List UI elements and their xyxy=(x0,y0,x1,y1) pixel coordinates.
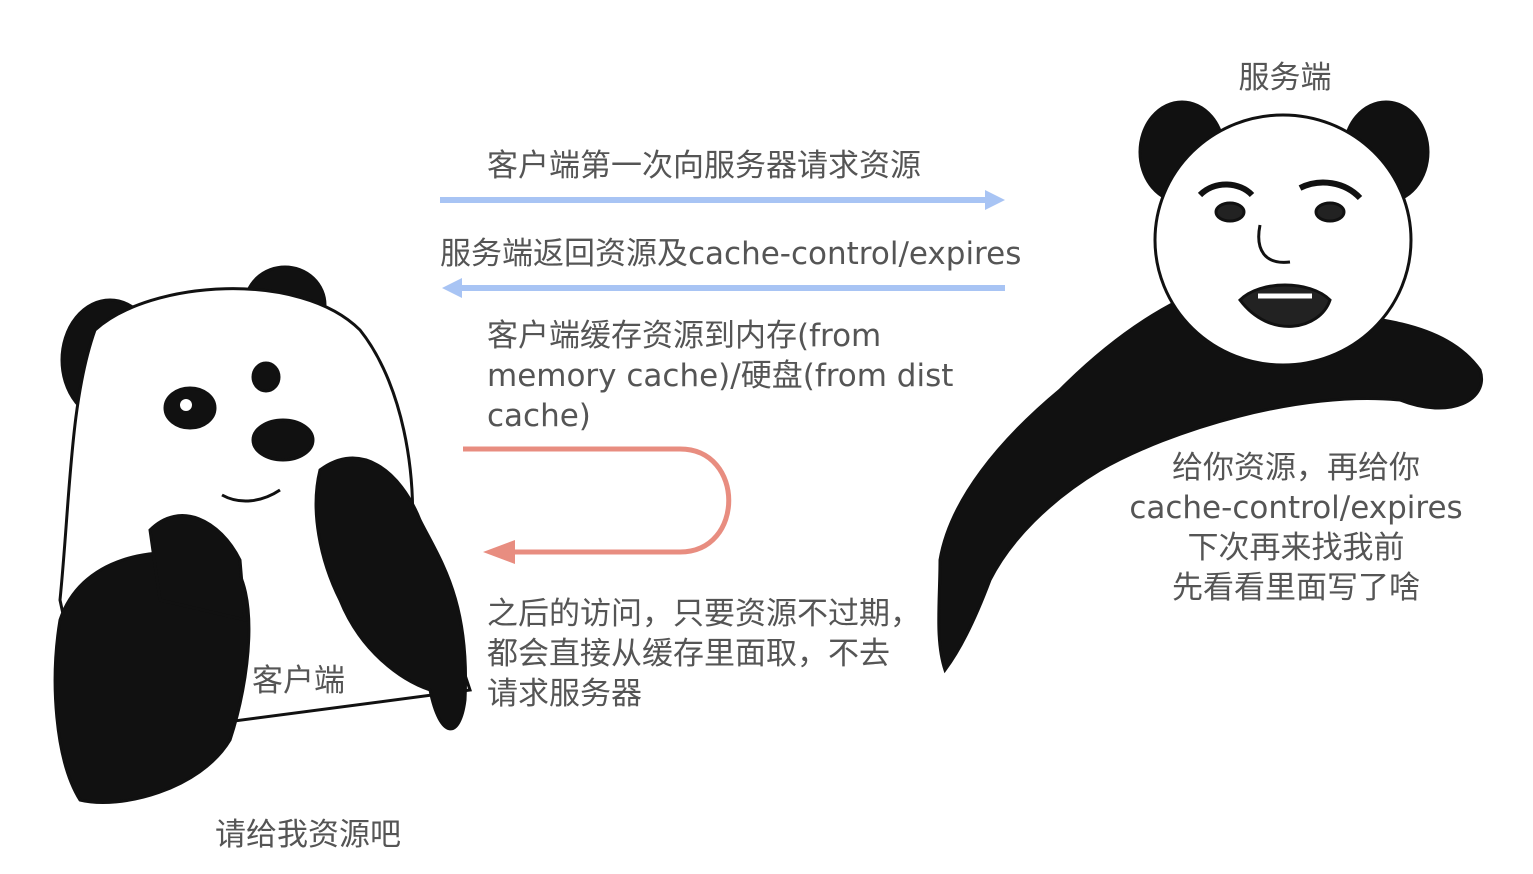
later-access-label: 之后的访问，只要资源不过期， 都会直接从缓存里面取，不去 请求服务器 xyxy=(487,596,921,712)
request-arrow xyxy=(440,190,1005,210)
server-reply-label: 给你资源，再给你 cache-control/expires 下次再来找我前 先… xyxy=(1129,450,1463,606)
cache-loop-arrow xyxy=(463,446,732,564)
response-arrow xyxy=(442,278,1005,298)
client-title: 客户端 xyxy=(252,663,345,699)
server-title: 服务端 xyxy=(1238,60,1332,96)
first-request-label: 客户端第一次向服务器请求资源 xyxy=(487,148,921,184)
server-response-label: 服务端返回资源及cache-control/expires xyxy=(440,236,1022,272)
client-cache-label: 客户端缓存资源到内存(from memory cache)/硬盘(from di… xyxy=(487,318,954,434)
server-panda-icon xyxy=(937,100,1483,674)
client-caption: 请给我资源吧 xyxy=(215,817,401,853)
client-panda-icon xyxy=(53,265,472,804)
